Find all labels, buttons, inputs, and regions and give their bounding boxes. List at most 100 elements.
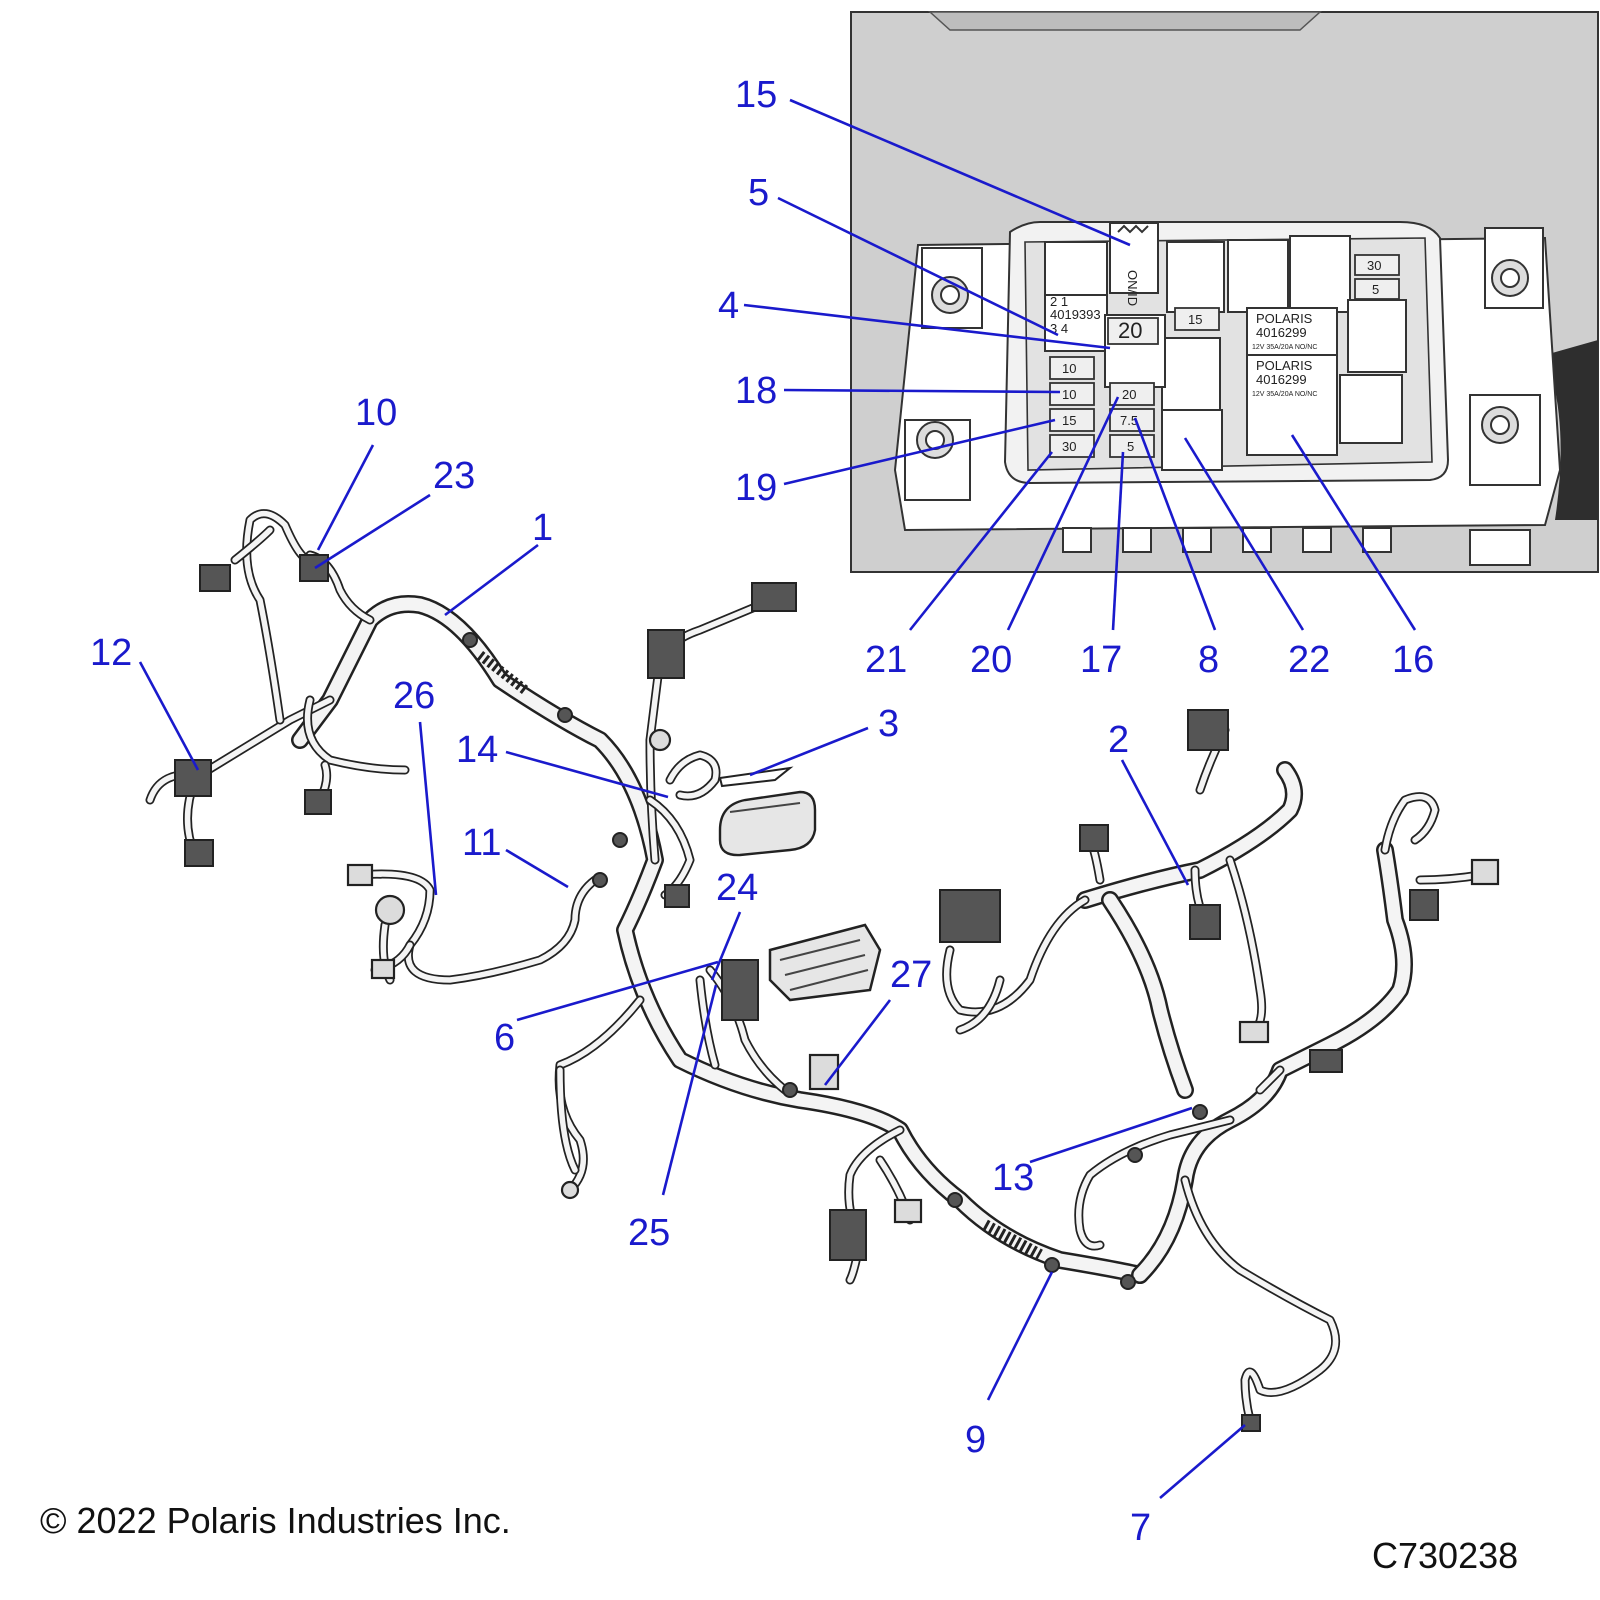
callout-21: 21 (865, 639, 907, 681)
leader-24 (710, 911, 742, 981)
module-3-label-plate (718, 766, 794, 788)
leader-1 (444, 543, 539, 617)
fuse-15-left: 15 (1049, 408, 1095, 432)
callout-8: 8 (1198, 639, 1219, 681)
leader-14 (505, 750, 669, 799)
fuse-20-small: 20 (1109, 382, 1155, 406)
fuse-10: 10 (1049, 356, 1095, 380)
connector-right-cluster-4 (1187, 709, 1229, 751)
callout-13: 13 (992, 1157, 1034, 1199)
callout-11: 11 (462, 822, 501, 864)
far-right-branch (1255, 792, 1500, 1095)
leader-19 (783, 418, 1056, 486)
callout-14: 14 (456, 729, 498, 771)
leader-8 (1133, 417, 1217, 631)
leader-17 (1111, 451, 1125, 631)
leader-26 (418, 721, 438, 896)
svg-text:5: 5 (1127, 439, 1134, 454)
harness-clips (462, 632, 1208, 1290)
leader-9 (986, 1271, 1054, 1401)
fuse-7-5: 7.5 (1109, 408, 1155, 432)
svg-text:15: 15 (1062, 413, 1076, 428)
relay-lower-part: 4016299 (1256, 372, 1307, 387)
connector-far-right-3 (1309, 1049, 1343, 1073)
mid-branch-harness (346, 863, 600, 985)
grommet-14 (648, 728, 672, 752)
fuse-20-large-label: 20 (1118, 318, 1142, 343)
terminal-left-lower (560, 1180, 580, 1200)
callout-19: 19 (735, 467, 777, 509)
relay-lower-brand: POLARIS (1256, 358, 1313, 373)
connector-left-2 (184, 839, 214, 867)
leader-20 (1006, 396, 1120, 631)
connector-right-cluster-3 (1189, 904, 1221, 940)
connector-25 (721, 959, 759, 1021)
connector-right-cluster-2 (1079, 824, 1109, 852)
svg-text:30: 30 (1062, 439, 1076, 454)
relay-lower-rating: 12V 35A/20A NO/NC (1252, 391, 1317, 398)
mount-ear-top-left (921, 247, 983, 329)
inset-dark-cable (1545, 340, 1598, 520)
callout-4: 4 (718, 285, 739, 327)
lower-middle-branch (829, 1115, 1235, 1285)
fuse-30-top-right: 30 (1354, 254, 1400, 276)
leader-10 (316, 444, 375, 551)
breaker-label: ON/ID (1125, 270, 1140, 306)
callout-17: 17 (1080, 639, 1122, 681)
diagram-id: C730238 (1372, 1535, 1519, 1576)
callout-12: 12 (90, 632, 132, 674)
relay-upper-part: 4016299 (1256, 325, 1307, 340)
callout-numbers: 15 5 4 18 19 21 20 17 8 22 16 10 23 1 12… (90, 74, 1434, 1549)
fuse-30-left: 30 (1049, 434, 1095, 458)
mount-ear-top-right (1484, 227, 1544, 309)
relay-upper-rating: 12V 35A/20A NO/NC (1252, 344, 1317, 351)
connector-right-cluster-1 (939, 889, 1001, 943)
callout-3: 3 (878, 703, 899, 745)
connector-26-end (346, 863, 374, 887)
callout-25: 25 (628, 1212, 670, 1254)
callout-5: 5 (748, 172, 769, 214)
upper-mid-branch (645, 582, 797, 908)
harness-fuse-box (695, 923, 882, 1095)
leader-16 (1290, 434, 1417, 631)
leader-27 (823, 999, 892, 1086)
connector-far-right-2 (1470, 858, 1500, 886)
connector-left-3 (304, 789, 332, 815)
svg-text:5: 5 (1372, 282, 1379, 297)
connector-lower-left (829, 1209, 867, 1261)
circuit-breaker: ON/ID (1109, 222, 1159, 306)
fuse-box-inset: 2 1 4019393 3 4 ON/ID 20 10 10 (850, 11, 1599, 573)
callout-20: 20 (970, 639, 1012, 681)
connector-upper-mid-3 (664, 884, 690, 908)
connector-12 (174, 759, 212, 797)
relay-22 (1161, 409, 1223, 471)
leader-13 (1029, 1106, 1193, 1164)
relay-upper-4016299: POLARIS 4016299 12V 35A/20A NO/NC (1246, 307, 1338, 359)
leader-2 (1120, 759, 1190, 886)
copyright-notice: © 2022 Polaris Industries Inc. (40, 1500, 511, 1541)
module-3 (718, 766, 817, 857)
callout-9: 9 (965, 1419, 986, 1461)
leader-23 (314, 493, 431, 570)
mount-ear-bottom-right (1469, 394, 1541, 486)
callout-1: 1 (532, 507, 553, 549)
relay-small-line2: 4019393 (1050, 307, 1101, 322)
mount-ear-bottom-left (904, 419, 971, 501)
leader-15 (789, 98, 1131, 247)
callout-18: 18 (735, 370, 777, 412)
relay-small-line1: 2 1 (1050, 294, 1068, 309)
callout-23: 23 (433, 455, 475, 497)
leader-4 (743, 303, 1111, 350)
callout-7: 7 (1130, 1507, 1151, 1549)
leader-12 (138, 661, 200, 771)
relay-sockets (1044, 235, 1407, 471)
svg-text:20: 20 (1122, 387, 1136, 402)
leader-22 (1183, 437, 1305, 631)
callout-6: 6 (494, 1017, 515, 1059)
svg-text:7.5: 7.5 (1120, 413, 1138, 428)
left-lower-branch (554, 995, 645, 1200)
svg-text:10: 10 (1062, 387, 1076, 402)
callout-15: 15 (735, 74, 777, 116)
svg-text:15: 15 (1188, 312, 1202, 327)
leader-25 (661, 984, 718, 1196)
